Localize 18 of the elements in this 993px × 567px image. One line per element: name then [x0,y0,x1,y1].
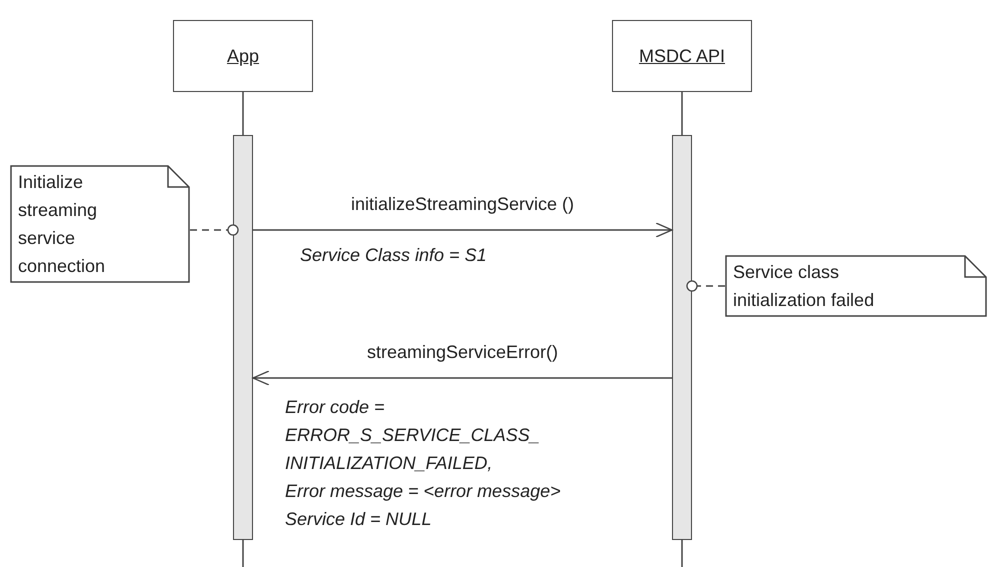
message-note: Service Class info = S1 [300,244,488,267]
message-note: Error message = <error message> [285,480,562,503]
lifeline [242,92,244,135]
activation-bar [233,135,253,540]
message-note: Error code = ERROR_S_SERVICE_CLASS_ INITIALIZATION_FAILED, [285,396,541,475]
message-label: streamingServiceError() [366,341,560,364]
participant-box: MSDC API [612,20,752,92]
lifeline [681,92,683,135]
message-arrow [253,222,673,238]
message-arrow [252,370,672,386]
note-box: Initialize streaming service connection [10,165,190,283]
note-box: Service class initialization failed [725,255,987,317]
message-note: Service Id = NULL [285,508,433,531]
leader-line [190,224,239,236]
activation-bar [672,135,692,540]
participant-box: App [173,20,313,92]
leader-line [686,280,725,292]
message-label: initializeStreamingService () [350,193,576,216]
